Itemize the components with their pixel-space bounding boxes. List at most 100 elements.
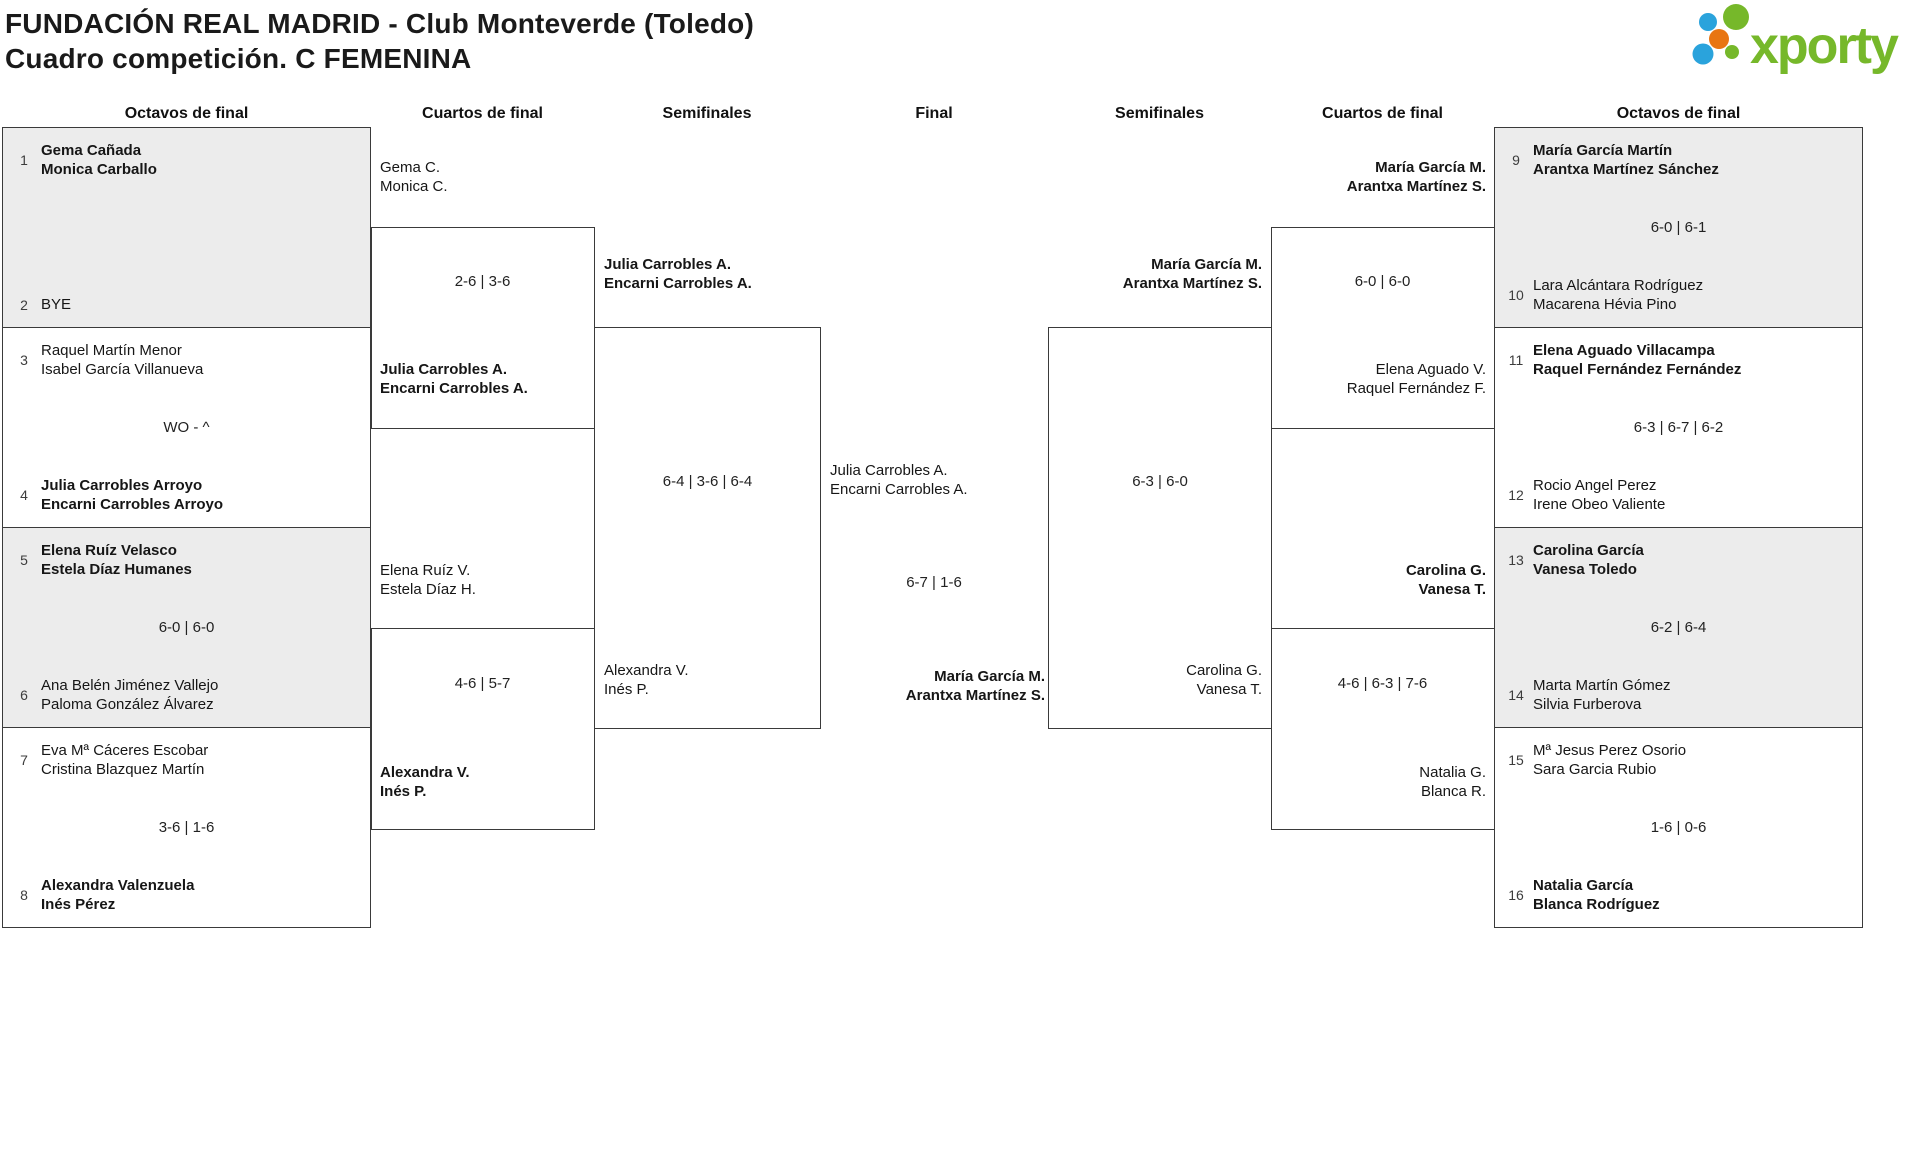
advancing-team: Carolina G.Vanesa T.	[1186, 662, 1262, 698]
advancing-team: Elena Aguado V.Raquel Fernández F.	[1346, 361, 1486, 397]
page-subtitle: Cuadro competición. C FEMENINA	[5, 43, 472, 74]
match-score: 6-4 | 3-6 | 6-4	[662, 473, 753, 490]
final-score: 6-7 | 1-6	[906, 574, 962, 591]
round-header-final: Final	[915, 105, 953, 122]
advancing-team: Alexandra V.Inés P.	[604, 662, 689, 698]
round-header-octavos-left: Octavos de final	[124, 105, 249, 122]
match-score: 6-2 | 6-4	[1650, 619, 1707, 636]
seed-number: 7	[20, 752, 28, 768]
seed-number: 6	[20, 687, 28, 703]
advancing-team: Elena Ruíz V.Estela Díaz H.	[380, 562, 476, 598]
match-box-qf-left-1	[371, 227, 595, 429]
logo-dot-green-small	[1725, 45, 1739, 59]
match-score: 1-6 | 0-6	[1650, 819, 1707, 836]
round-header-cuartos-right: Cuartos de final	[1322, 105, 1443, 122]
match-score: 2-6 | 3-6	[454, 273, 511, 290]
team-entry: 2 BYE	[13, 295, 362, 314]
round-header-semifinales-right: Semifinales	[1115, 105, 1204, 122]
round-header-octavos-right: Octavos de final	[1616, 105, 1741, 122]
seed-number: 10	[1508, 287, 1524, 303]
round-header-cuartos-left: Cuartos de final	[422, 105, 543, 122]
logo-dot-blue-big	[1692, 43, 1714, 65]
finalist-team: Julia Carrobles A.Encarni Carrobles A.	[830, 462, 968, 498]
match-score: 6-3 | 6-7 | 6-2	[1633, 419, 1724, 436]
advancing-team: Carolina G.Vanesa T.	[1405, 562, 1486, 598]
match-score: 4-6 | 5-7	[454, 675, 511, 692]
match-score: 4-6 | 6-3 | 7-6	[1337, 675, 1428, 692]
match-box-qf-right-2	[1271, 628, 1495, 830]
seed-number: 1	[20, 152, 28, 168]
advancing-team: Natalia G.Blanca R.	[1419, 764, 1486, 800]
advancing-team: Julia Carrobles A.Encarni Carrobles A.	[380, 361, 528, 397]
seed-number: 12	[1508, 487, 1524, 503]
match-score: 6-0 | 6-0	[158, 619, 215, 636]
match-box-qf-right-1	[1271, 227, 1495, 429]
seed-number: 14	[1508, 687, 1524, 703]
seed-number: 16	[1508, 887, 1524, 903]
seed-number: 2	[20, 296, 28, 313]
xporty-logo[interactable]: xporty	[1684, 1, 1920, 79]
advancing-team: María García M.Arantxa Martínez S.	[1346, 159, 1486, 195]
logo-dot-orange	[1709, 29, 1729, 49]
match-score: 6-0 | 6-1	[1650, 219, 1707, 236]
seed-number: 4	[20, 487, 28, 503]
match-box-sf-left	[594, 327, 821, 729]
logo-dot-blue-small	[1699, 13, 1717, 31]
match-box-qf-left-2	[371, 628, 595, 830]
seed-number: 3	[20, 352, 28, 368]
match-box-sf-right	[1048, 327, 1272, 729]
advancing-team: Julia Carrobles A.Encarni Carrobles A.	[604, 256, 752, 292]
advancing-team: Alexandra V.Inés P.	[380, 764, 470, 800]
match-score: 6-3 | 6-0	[1132, 473, 1188, 490]
logo-dot-green-big	[1723, 4, 1749, 30]
match-score: 3-6 | 1-6	[158, 819, 215, 836]
match-score: WO - ^	[163, 419, 210, 436]
logo-wordmark: xporty	[1750, 17, 1899, 75]
advancing-team: María García M.Arantxa Martínez S.	[1122, 256, 1262, 292]
page-title: FUNDACIÓN REAL MADRID - Club Monteverde …	[5, 8, 754, 39]
seed-number: 9	[1512, 152, 1520, 168]
match-score: 6-0 | 6-0	[1354, 273, 1411, 290]
round-header-semifinales-left: Semifinales	[662, 105, 752, 122]
team-names: BYE	[41, 296, 72, 313]
seed-number: 13	[1508, 552, 1524, 568]
advancing-team: Gema C.Monica C.	[380, 159, 448, 195]
seed-number: 15	[1508, 752, 1524, 768]
